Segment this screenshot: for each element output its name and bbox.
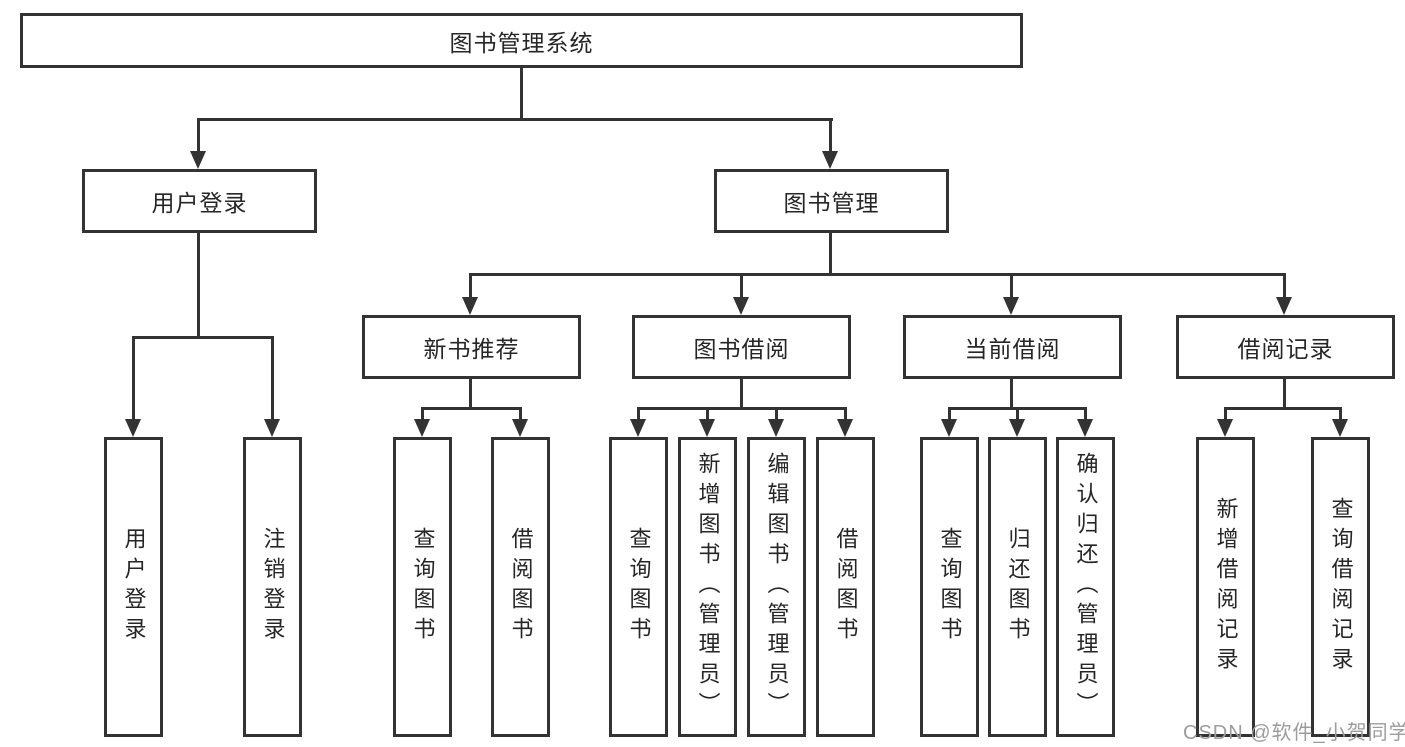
node-new-book-recommend: 新书推荐 <box>362 315 581 379</box>
connector-vline <box>844 407 847 422</box>
node-label: 当前借阅 <box>964 336 1061 362</box>
arrowhead-down-icon <box>264 419 280 437</box>
arrowhead-down-icon <box>190 151 206 169</box>
arrowhead-down-icon <box>822 151 838 169</box>
connector-hline <box>637 407 847 410</box>
arrowhead-down-icon <box>1332 419 1348 437</box>
leaf-borrow-book-recommend: 借阅图书 <box>491 437 550 737</box>
connector-vline <box>469 273 472 301</box>
connector-vline <box>469 379 472 410</box>
arrowhead-down-icon <box>941 419 957 437</box>
node-label: 借阅图书 <box>833 527 859 647</box>
connector-vline <box>740 273 743 301</box>
node-label: 借阅图书 <box>508 527 534 647</box>
arrowhead-down-icon <box>1003 297 1019 315</box>
node-label: 确认归还（管理员） <box>1073 452 1099 722</box>
leaf-borrow-book: 借阅图书 <box>816 437 875 737</box>
connector-vline <box>1010 273 1013 301</box>
leaf-user-login: 用户登录 <box>104 437 163 737</box>
leaf-confirm-return-admin: 确认归还（管理员） <box>1056 437 1115 737</box>
connector-hline <box>132 336 274 339</box>
connector-vline <box>421 407 424 422</box>
node-label: 新书推荐 <box>423 336 520 362</box>
arrowhead-down-icon <box>837 419 853 437</box>
node-label: 查询图书 <box>626 527 652 647</box>
connector-hline <box>197 118 833 121</box>
connector-vline <box>1224 407 1227 422</box>
node-root-library-system: 图书管理系统 <box>20 13 1023 68</box>
node-label: 新增借阅记录 <box>1213 497 1239 677</box>
leaf-query-book-recommend: 查询图书 <box>393 437 452 737</box>
leaf-query-book-borrowing: 查询图书 <box>609 437 668 737</box>
node-label: 图书管理系统 <box>449 29 594 56</box>
arrowhead-down-icon <box>1077 419 1093 437</box>
node-label: 查询借阅记录 <box>1328 497 1354 677</box>
arrowhead-down-icon <box>512 419 528 437</box>
arrowhead-down-icon <box>1009 419 1025 437</box>
connector-vline <box>197 118 200 154</box>
watermark: CSDN @软件_小贺同学 <box>1183 722 1405 744</box>
connector-vline <box>637 407 640 422</box>
leaf-add-book-admin: 新增图书（管理员） <box>678 437 737 737</box>
connector-vline <box>829 118 832 154</box>
node-label: 借阅记录 <box>1237 336 1334 362</box>
leaf-query-borrow-record: 查询借阅记录 <box>1311 437 1370 737</box>
node-label: 用户登录 <box>151 190 248 216</box>
node-label: 查询图书 <box>937 527 963 647</box>
node-label: 查询图书 <box>410 527 436 647</box>
connector-vline <box>775 407 778 422</box>
node-label: 图书管理 <box>783 190 880 216</box>
leaf-return-book: 归还图书 <box>988 437 1047 737</box>
node-user-login: 用户登录 <box>82 169 317 233</box>
arrowhead-down-icon <box>462 297 478 315</box>
node-book-management: 图书管理 <box>714 169 949 233</box>
connector-vline <box>1084 407 1087 422</box>
leaf-edit-book-admin: 编辑图书（管理员） <box>747 437 806 737</box>
node-label: 注销登录 <box>260 527 286 647</box>
leaf-logout: 注销登录 <box>243 437 302 737</box>
node-label: 编辑图书（管理员） <box>764 452 790 722</box>
connector-vline <box>1010 379 1013 410</box>
connector-vline <box>197 233 200 339</box>
connector-vline <box>740 379 743 410</box>
connector-hline <box>421 407 522 410</box>
connector-vline <box>829 233 832 276</box>
connector-hline <box>1224 407 1342 410</box>
leaf-query-book-current: 查询图书 <box>920 437 979 737</box>
arrowhead-down-icon <box>699 419 715 437</box>
connector-vline <box>1339 407 1342 422</box>
connector-vline <box>519 407 522 422</box>
arrowhead-down-icon <box>1217 419 1233 437</box>
node-label: 用户登录 <box>121 527 147 647</box>
node-label: 归还图书 <box>1005 527 1031 647</box>
connector-vline <box>1283 273 1286 301</box>
node-book-borrowing: 图书借阅 <box>632 315 851 379</box>
arrowhead-down-icon <box>414 419 430 437</box>
connector-vline <box>948 407 951 422</box>
connector-vline <box>132 336 135 422</box>
leaf-add-borrow-record: 新增借阅记录 <box>1196 437 1255 737</box>
connector-vline <box>520 68 523 120</box>
arrowhead-down-icon <box>630 419 646 437</box>
node-current-borrowing: 当前借阅 <box>903 315 1122 379</box>
arrowhead-down-icon <box>1276 297 1292 315</box>
connector-vline <box>1283 379 1286 410</box>
node-label: 新增图书（管理员） <box>695 452 721 722</box>
connector-hline <box>469 273 1286 276</box>
connector-vline <box>1016 407 1019 422</box>
node-label: 图书借阅 <box>693 336 790 362</box>
arrowhead-down-icon <box>733 297 749 315</box>
arrowhead-down-icon <box>768 419 784 437</box>
connector-vline <box>271 336 274 422</box>
connector-vline <box>706 407 709 422</box>
node-borrowing-records: 借阅记录 <box>1176 315 1395 379</box>
arrowhead-down-icon <box>125 419 141 437</box>
